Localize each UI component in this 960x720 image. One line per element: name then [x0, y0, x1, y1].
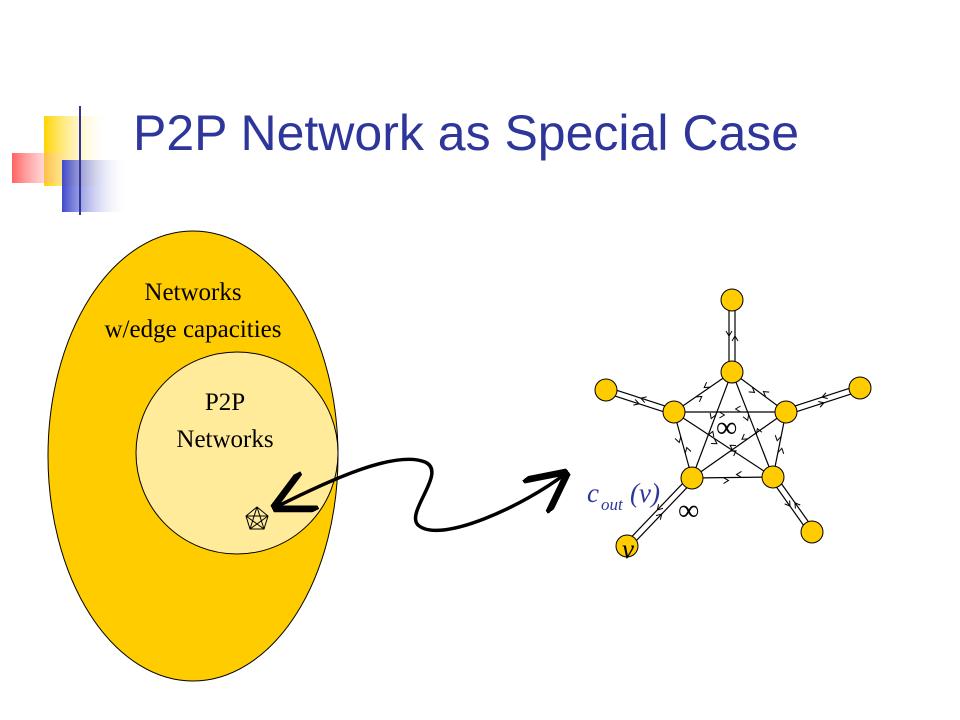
- edge-arrow: [729, 444, 736, 451]
- inner-label-line1: P2P: [205, 389, 245, 416]
- outer-node: [848, 376, 872, 400]
- edge-arrow: [818, 401, 825, 408]
- inner-node: [720, 360, 744, 384]
- edge-arrow: [695, 395, 703, 402]
- edge-arrow: [774, 435, 782, 442]
- infinity-inner-label: ∞: [716, 411, 737, 444]
- edge-arrow: [655, 513, 663, 520]
- edge-arrow: [741, 433, 748, 440]
- edge-inner: [673, 371, 733, 413]
- edge-arrow: [711, 438, 718, 445]
- edge-arrow: [633, 399, 641, 406]
- edge-arrow: [742, 414, 750, 422]
- edge-inner: [731, 371, 774, 478]
- node-v-label: v: [622, 534, 634, 564]
- edge-arrow: [794, 501, 801, 509]
- cout-label-arg: (v): [630, 478, 660, 508]
- edge-arrow: [639, 396, 647, 403]
- outer-label-line1: Networks: [144, 279, 241, 306]
- outer-node: [594, 378, 618, 402]
- edge-arrow: [656, 504, 664, 511]
- corner-decoration: [12, 106, 860, 215]
- edge-arrow: [723, 477, 730, 485]
- inner-node: [680, 466, 704, 490]
- edge-arrow: [703, 382, 711, 389]
- outer-node: [615, 534, 639, 558]
- edge-arrow: [730, 450, 737, 457]
- edge-arrow: [674, 436, 682, 444]
- edge-arrow: [777, 447, 785, 454]
- edge-inner: [691, 371, 733, 479]
- edge-arrow: [709, 412, 717, 420]
- edge-arrow: [719, 411, 726, 419]
- inner-label-line2: Networks: [176, 426, 273, 453]
- graph-labels: c out (v) v ∞ ∞: [587, 411, 737, 564]
- edge-arrow: [821, 392, 828, 399]
- cout-label-c: c: [587, 478, 599, 508]
- slide-title: P2P Network as Special Case: [133, 105, 800, 161]
- edge-inner: [691, 411, 787, 479]
- edge-arrow: [684, 446, 692, 454]
- edge-inner: [691, 476, 774, 479]
- inner-node: [662, 400, 686, 424]
- edge-arrow: [707, 430, 715, 438]
- mapping-arrow: [276, 457, 565, 533]
- outer-node: [800, 520, 824, 544]
- edge-arrow: [725, 330, 733, 337]
- edge-arrow: [762, 391, 770, 398]
- outer-label-line2: w/edge capacities: [105, 316, 282, 343]
- edge-inner: [673, 411, 774, 478]
- outer-node: [720, 288, 744, 312]
- edge-arrow: [735, 470, 742, 478]
- inner-node: [761, 465, 785, 489]
- edge-arrow: [784, 500, 791, 508]
- edge-arrow: [748, 386, 756, 393]
- edge-arrow: [734, 405, 741, 413]
- inner-node: [774, 400, 798, 424]
- infinity-edge-label: ∞: [678, 494, 699, 527]
- p2p-graph: [594, 288, 872, 558]
- edge-arrow: [731, 335, 739, 342]
- inner-circle: [135, 351, 339, 555]
- venn-diagram: Networks w/edge capacities P2P Networks: [47, 230, 339, 682]
- mini-network-icon: [245, 506, 269, 530]
- cout-label-sub: out: [601, 495, 624, 514]
